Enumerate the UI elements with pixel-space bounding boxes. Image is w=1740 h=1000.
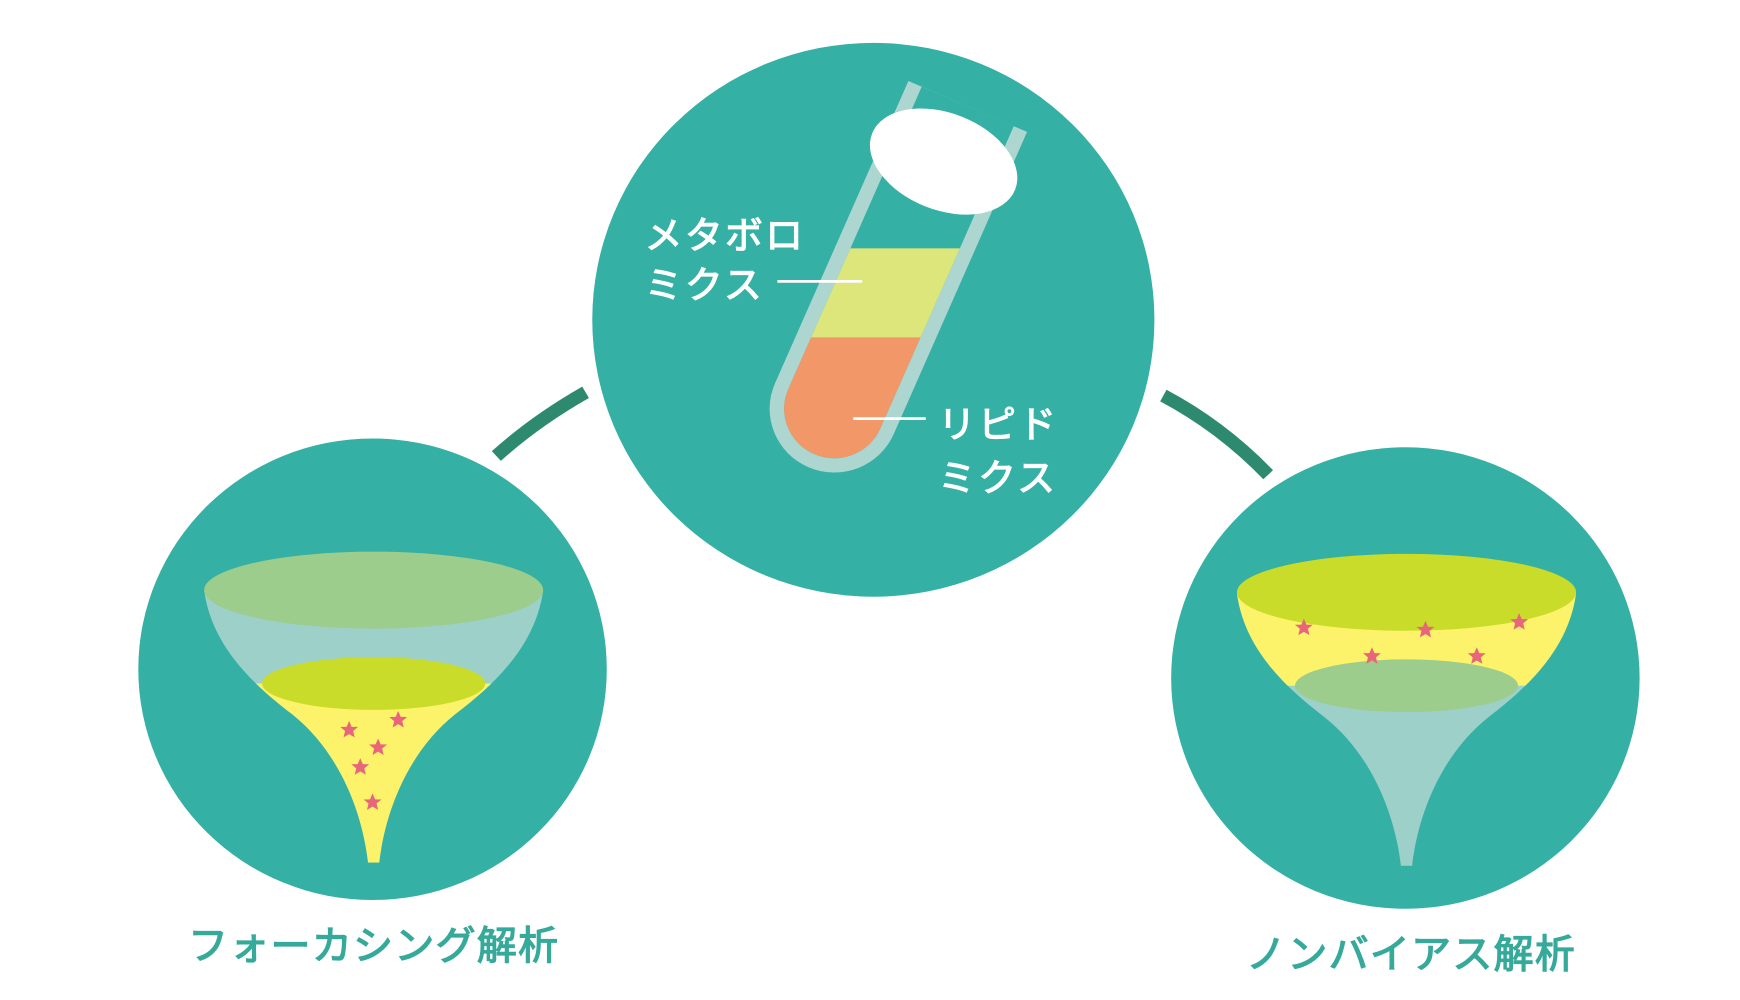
- nonbiased-analysis-caption: ノンバイアス解析: [1246, 932, 1576, 978]
- test-tube-icon: [768, 81, 1028, 474]
- omics-circle: メタボロ ミクス リピド ミクス: [592, 42, 1155, 597]
- metabolomics-label-line2: ミクス: [645, 263, 764, 307]
- connector-right-arc: [1160, 389, 1274, 480]
- nonbiased-analysis-circle: [1171, 447, 1640, 909]
- lipidomics-label-line2: ミクス: [938, 456, 1057, 500]
- focusing-analysis-caption: フォーカシング解析: [188, 924, 559, 970]
- metabolomics-label-line1: メタボロ: [645, 214, 806, 258]
- focusing-analysis-circle: [138, 438, 607, 900]
- tube-cap: [869, 108, 1018, 215]
- connector-left-arc: [491, 386, 589, 461]
- lipidomics-label-line1: リピド: [938, 403, 1058, 447]
